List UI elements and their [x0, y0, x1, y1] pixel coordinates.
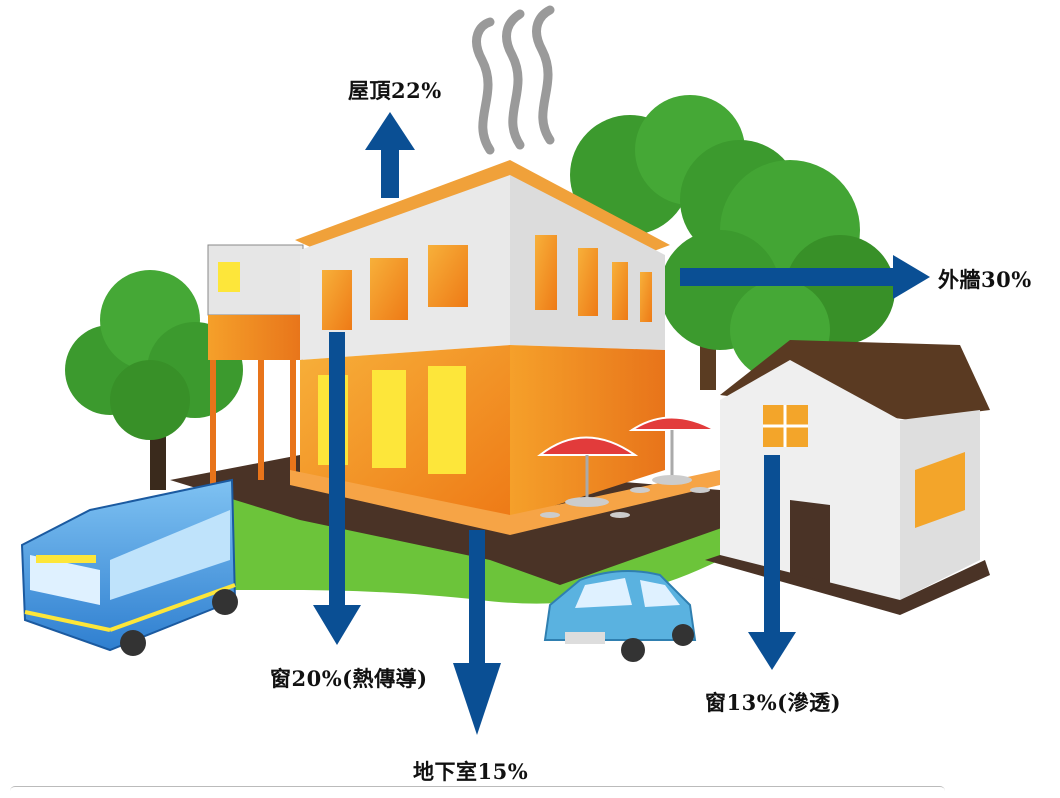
tree-icon [570, 95, 895, 390]
building-annex [207, 244, 304, 485]
basement-heat-loss-label: 地下室15% [413, 759, 529, 784]
car-icon [543, 570, 697, 662]
window-conduction-label: 窗20%(熱傳導) [270, 666, 428, 691]
bus-icon [20, 478, 238, 656]
umbrella-icon [537, 416, 719, 518]
window-infiltration-label: 窗13%(滲透) [705, 690, 842, 715]
house-icon [705, 340, 990, 615]
steam-icon [472, 5, 555, 155]
footer-divider [10, 786, 945, 791]
heat-loss-arrow-icon [313, 112, 930, 735]
tree-icon [65, 270, 243, 490]
wall-heat-loss-label: 外牆30% [938, 267, 1032, 292]
roof-heat-loss-label: 屋頂22% [348, 78, 442, 103]
